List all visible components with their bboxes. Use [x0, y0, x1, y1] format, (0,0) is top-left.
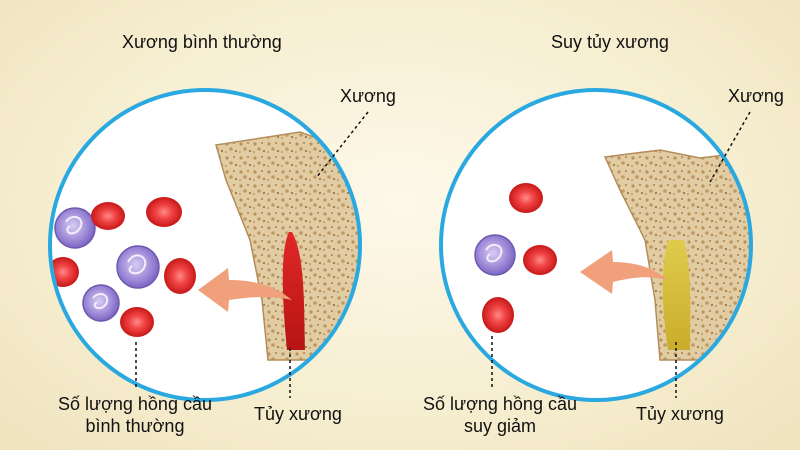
right-panel — [439, 88, 753, 402]
red-blood-cell — [164, 258, 196, 294]
left-bone-label: Xương — [340, 86, 396, 106]
right-rbc-count-label-line2: suy giảm — [463, 415, 537, 436]
left-red-blood-cells — [50, 197, 196, 337]
left-zoom-circle-border — [48, 88, 362, 402]
left-rbc-count-label-line1: Số lượng hồng cầu — [58, 394, 212, 414]
red-blood-cell — [509, 183, 543, 213]
right-flow-arrow — [580, 250, 668, 294]
red-blood-cell — [120, 307, 154, 337]
left-white-blood-cells — [54, 207, 160, 322]
right-bone-marrow-yellow — [662, 240, 691, 350]
right-panel-title: Suy tủy xương — [551, 32, 669, 52]
left-leader-lines — [135, 111, 369, 398]
right-red-blood-cells — [482, 183, 557, 333]
right-rbc-count-label-line1: Số lượng hồng cầu — [423, 394, 577, 414]
left-rbc-count-label: Số lượng hồng cầu bình thường — [35, 394, 235, 437]
right-rbc-count-label: Số lượng hồng cầu suy giảm — [400, 394, 600, 437]
left-rbc-count-label-line2: bình thường — [85, 415, 185, 436]
white-blood-cell — [54, 207, 96, 249]
left-flow-arrow — [198, 268, 292, 312]
right-leader-lines — [491, 111, 751, 398]
red-blood-cell — [146, 197, 182, 227]
left-marrow-label: Tủy xương — [254, 404, 342, 424]
left-bone-marrow-red — [282, 232, 305, 350]
left-panel-title: Xương bình thường — [122, 32, 282, 52]
right-zoom-circle-border — [439, 88, 753, 402]
red-blood-cell — [91, 202, 125, 230]
left-panel — [48, 88, 369, 402]
right-bone-label: Xương — [728, 86, 784, 106]
red-blood-cell — [482, 297, 514, 333]
right-white-blood-cells — [474, 234, 516, 276]
white-blood-cell — [116, 245, 160, 289]
white-blood-cell — [474, 234, 516, 276]
red-blood-cell — [523, 245, 557, 275]
right-marrow-label: Tủy xương — [636, 404, 724, 424]
white-blood-cell — [82, 284, 120, 322]
